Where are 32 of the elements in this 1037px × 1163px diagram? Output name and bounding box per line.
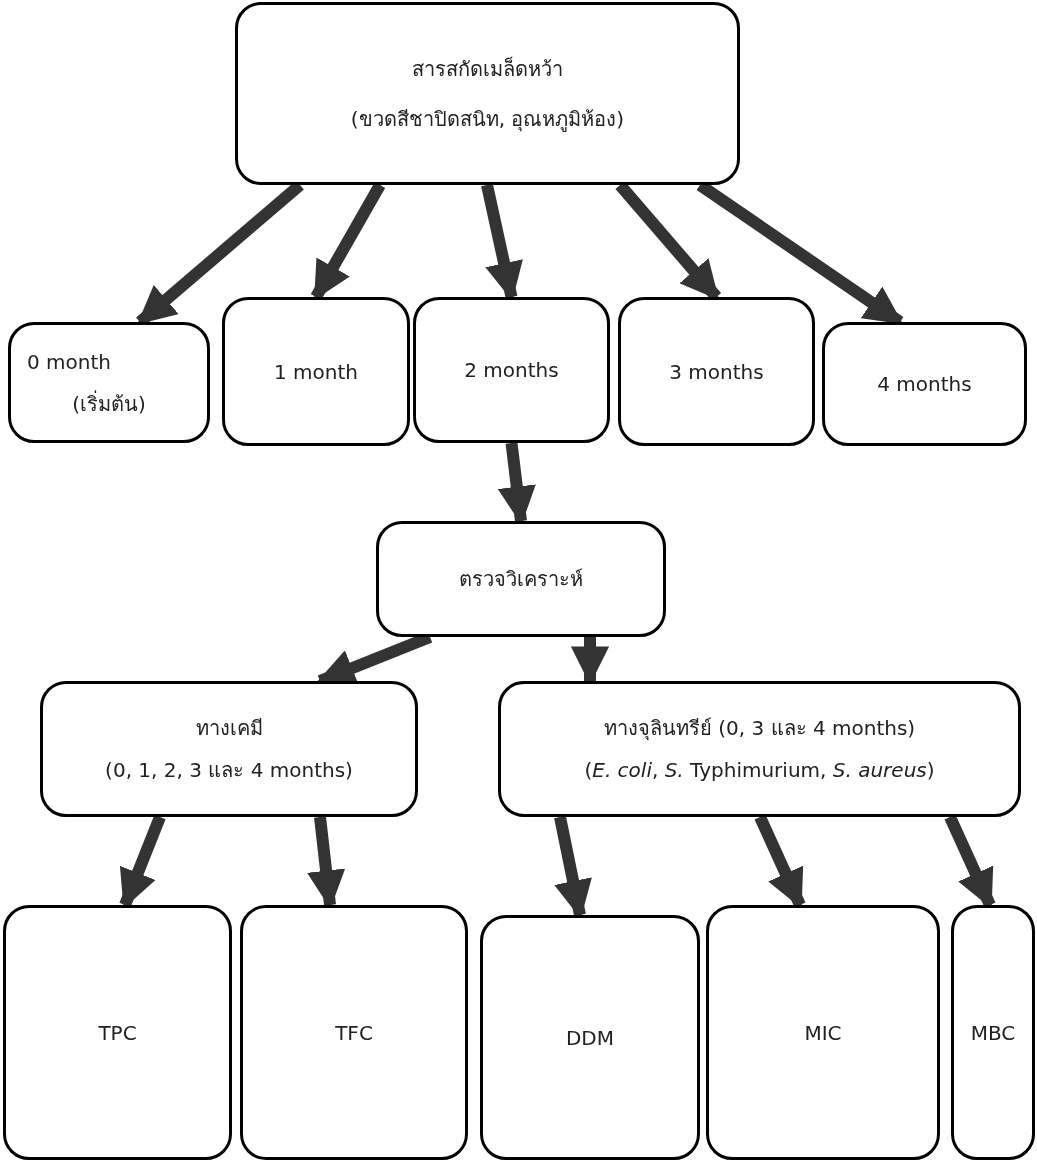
box-label: (เริ่มต้น) <box>72 390 146 417</box>
box-heading: สารสกัดเมล็ดหว้า <box>412 55 563 82</box>
box-label: (ขวดสีชาปิดสนิท, อุณหภูมิห้อง) <box>350 105 625 132</box>
rounded-box <box>498 681 1021 817</box>
box-heading: ทางเคมี <box>195 715 263 741</box>
rounded-box <box>618 297 815 446</box>
box-label: 2 months <box>464 357 559 383</box>
rounded-box <box>222 297 410 446</box>
box-label: 3 months <box>669 358 764 385</box>
box-label: 4 months <box>877 371 972 397</box>
box-heading: 0 month <box>27 348 111 375</box>
rounded-box <box>40 681 418 817</box>
rounded-box <box>413 297 610 443</box>
rounded-box <box>376 521 666 637</box>
box-label: (0, 1, 2, 3 และ 4 months) <box>105 757 353 783</box>
box-label: 1 month <box>274 358 358 385</box>
rounded-box <box>706 905 940 1160</box>
rounded-box <box>240 905 468 1160</box>
box-label: MBC <box>970 1019 1016 1046</box>
box-label: TPC <box>98 1019 137 1046</box>
box-label: TFC <box>335 1019 373 1046</box>
title-box <box>235 2 740 185</box>
box-heading: ทางจุลินทรีย์ (0, 3 และ 4 months) <box>603 715 916 741</box>
rounded-box <box>480 915 700 1160</box>
box-label: MIC <box>804 1019 842 1046</box>
rounded-box <box>3 905 232 1160</box>
rounded-box <box>951 905 1035 1160</box>
box-label: ตรวจวิเคราะห์ <box>459 566 583 592</box>
rounded-box <box>822 322 1027 446</box>
rounded-box <box>8 322 210 443</box>
box-label: DDM <box>565 1024 615 1051</box>
box-label: (E. coli, S. Typhimurium, S. aureus) <box>584 757 935 783</box>
